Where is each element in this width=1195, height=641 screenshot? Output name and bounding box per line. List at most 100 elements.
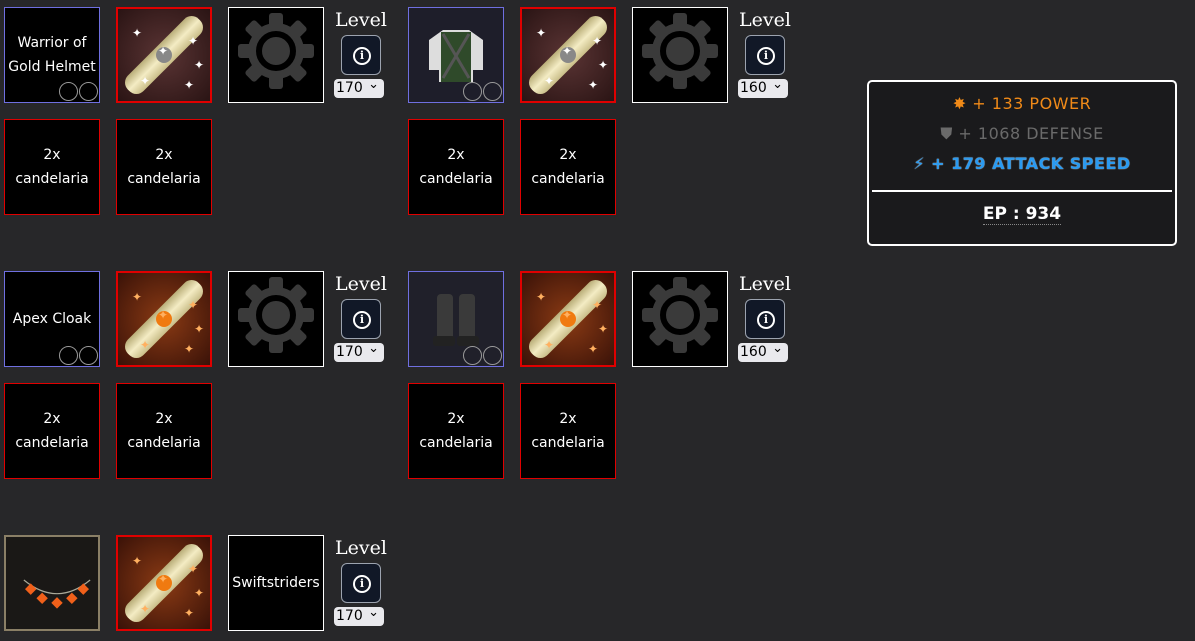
shield-icon: ⛊ xyxy=(940,124,959,143)
sparkle-icon: ✦ xyxy=(188,298,199,312)
level-label: Level xyxy=(739,273,791,295)
gear-slot[interactable] xyxy=(228,7,324,103)
level-select[interactable]: 170 xyxy=(334,339,384,362)
gear-icon xyxy=(640,11,720,99)
divider xyxy=(872,190,1172,192)
stats-panel: ✸ + 133 POWER ⛊ + 1068 DEFENSE ⚡ + 179 A… xyxy=(867,80,1177,246)
enchant-scroll-slot[interactable]: ✦✦✦✦✦✦ xyxy=(116,535,212,631)
boots-image xyxy=(421,284,491,354)
gem-label: 2x candelaria xyxy=(531,411,605,451)
level-select[interactable]: 160 xyxy=(738,339,788,362)
gem-slot[interactable]: 2x candelaria xyxy=(408,383,504,479)
gear-slot[interactable]: Swiftstriders xyxy=(228,535,324,631)
sparkle-icon: ✦ xyxy=(184,342,195,356)
defense-text: + 1068 DEFENSE xyxy=(958,124,1104,143)
level-label: Level xyxy=(335,537,387,559)
gear-icon xyxy=(236,275,316,363)
sparkle-icon: ✦ xyxy=(592,34,603,48)
sparkle-icon: ✦ xyxy=(184,78,195,92)
level-control: Level i 170 xyxy=(334,537,388,626)
item-name: Apex Cloak xyxy=(12,311,92,327)
socket-icon xyxy=(59,82,78,101)
power-text: + 133 POWER xyxy=(972,94,1092,113)
level-select[interactable]: 160 xyxy=(738,75,788,98)
info-button[interactable]: i xyxy=(341,35,381,75)
sparkle-icon: ✦ xyxy=(140,338,151,352)
info-button[interactable]: i xyxy=(341,563,381,603)
item-slot[interactable] xyxy=(408,271,504,367)
info-icon: i xyxy=(757,311,775,329)
sparkle-icon: ✦ xyxy=(132,26,143,40)
attack-speed-text: + 179 ATTACK SPEED xyxy=(931,154,1131,173)
gem-slot[interactable]: 2x candelaria xyxy=(408,119,504,215)
gem-slot[interactable]: 2x candelaria xyxy=(520,119,616,215)
sparkle-icon: ✦ xyxy=(536,26,547,40)
gem-slot[interactable]: 2x candelaria xyxy=(4,383,100,479)
gem-slot[interactable]: 2x candelaria xyxy=(520,383,616,479)
sparkle-icon: ✦ xyxy=(588,342,599,356)
defense-stat: ⛊ + 1068 DEFENSE xyxy=(869,124,1175,148)
level-label: Level xyxy=(739,9,791,31)
gem-slot[interactable]: 2x candelaria xyxy=(4,119,100,215)
sparkle-icon: ✦ xyxy=(592,298,603,312)
info-button[interactable]: i xyxy=(745,299,785,339)
level-select[interactable]: 170 xyxy=(334,75,384,98)
level-label: Level xyxy=(335,273,387,295)
gear-slot[interactable] xyxy=(632,271,728,367)
info-icon: i xyxy=(353,575,371,593)
socket-icon xyxy=(483,346,502,365)
speed-icon: ⚡ xyxy=(913,154,932,173)
level-control: Level i 160 xyxy=(738,273,792,362)
sparkle-icon: ✦ xyxy=(158,44,169,58)
gear-slot[interactable] xyxy=(228,271,324,367)
chestplate-image xyxy=(421,20,491,90)
enchant-scroll-slot[interactable]: ✦ ✦ ✦ ✦ ✦ ✦ xyxy=(116,271,212,367)
sparkle-icon: ✦ xyxy=(140,602,151,616)
info-button[interactable]: i xyxy=(745,35,785,75)
power-icon: ✸ xyxy=(952,94,973,113)
scroll-seal-icon xyxy=(156,575,172,591)
sparkle-icon: ✦ xyxy=(536,290,547,304)
sparkle-icon: ✦ xyxy=(132,290,143,304)
attack-speed-stat: ⚡ + 179 ATTACK SPEED xyxy=(869,154,1175,178)
gear-icon xyxy=(236,11,316,99)
item-slot[interactable] xyxy=(4,535,100,631)
sparkle-icon: ✦ xyxy=(194,58,205,72)
sparkle-icon: ✦ xyxy=(194,322,205,336)
item-slot[interactable] xyxy=(408,7,504,103)
scroll-seal-icon xyxy=(560,47,576,63)
sparkle-icon: ✦ xyxy=(184,606,195,620)
enchant-scroll-slot[interactable]: ✦ ✦ ✦ ✦ ✦ ✦ xyxy=(116,7,212,103)
gem-slot[interactable]: 2x candelaria xyxy=(116,383,212,479)
item-slot[interactable]: Apex Cloak xyxy=(4,271,100,367)
socket-icon xyxy=(463,82,482,101)
sparkle-icon: ✦ xyxy=(562,308,573,322)
gem-label: 2x candelaria xyxy=(15,147,89,187)
gem-slot[interactable]: 2x candelaria xyxy=(116,119,212,215)
gem-label: 2x candelaria xyxy=(419,147,493,187)
socket-rings xyxy=(462,82,502,101)
info-icon: i xyxy=(353,47,371,65)
sparkle-icon: ✦ xyxy=(188,34,199,48)
info-button[interactable]: i xyxy=(341,299,381,339)
necklace-image xyxy=(17,548,91,618)
enchant-scroll-slot[interactable]: ✦✦✦✦✦✦ xyxy=(520,7,616,103)
item-name: Warrior of Gold Helmet xyxy=(8,35,96,75)
gem-label: 2x candelaria xyxy=(531,147,605,187)
sparkle-icon: ✦ xyxy=(588,78,599,92)
sparkle-icon: ✦ xyxy=(562,44,573,58)
sparkle-icon: ✦ xyxy=(140,74,151,88)
scroll-seal-icon xyxy=(156,311,172,327)
sparkle-icon: ✦ xyxy=(158,308,169,322)
gear-icon xyxy=(640,275,720,363)
sparkle-icon: ✦ xyxy=(598,58,609,72)
item-slot[interactable]: Warrior of Gold Helmet xyxy=(4,7,100,103)
enchant-scroll-slot[interactable]: ✦✦✦✦✦✦ xyxy=(520,271,616,367)
socket-icon xyxy=(59,346,78,365)
gear-slot[interactable] xyxy=(632,7,728,103)
socket-rings xyxy=(58,346,98,365)
gem-label: 2x candelaria xyxy=(419,411,493,451)
level-select[interactable]: 170 xyxy=(334,603,384,626)
